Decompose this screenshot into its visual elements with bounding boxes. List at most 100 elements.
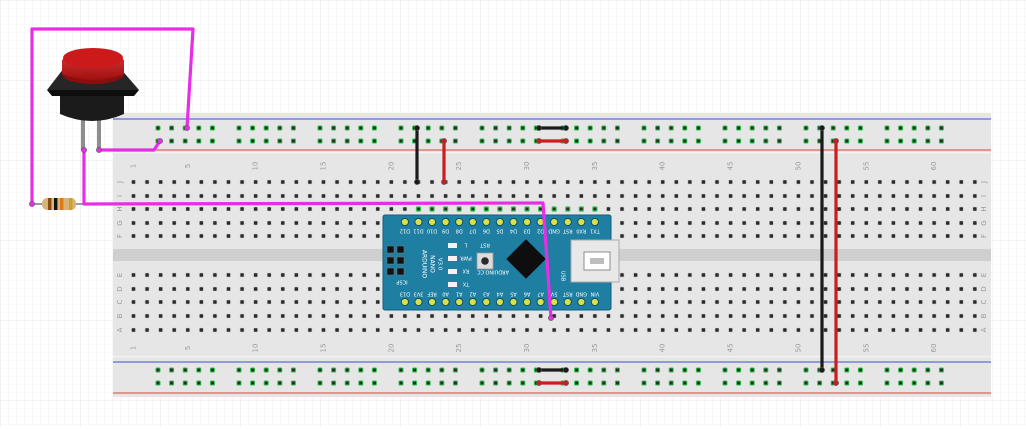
terminal-hole[interactable] bbox=[185, 299, 191, 305]
terminal-hole[interactable] bbox=[144, 272, 150, 278]
terminal-hole[interactable] bbox=[904, 179, 910, 185]
terminal-hole[interactable] bbox=[253, 179, 258, 185]
terminal-hole[interactable] bbox=[389, 327, 394, 333]
terminal-hole[interactable] bbox=[212, 179, 218, 185]
terminal-hole[interactable] bbox=[484, 327, 489, 333]
terminal-hole[interactable] bbox=[945, 206, 951, 212]
terminal-hole[interactable] bbox=[809, 286, 815, 292]
terminal-hole[interactable] bbox=[633, 299, 638, 305]
terminal-hole[interactable] bbox=[239, 286, 245, 292]
terminal-hole[interactable] bbox=[782, 206, 788, 212]
terminal-hole[interactable] bbox=[701, 220, 706, 226]
terminal-hole[interactable] bbox=[375, 193, 381, 199]
terminal-hole[interactable] bbox=[280, 299, 286, 305]
header-pin[interactable] bbox=[455, 297, 464, 307]
rail-hole[interactable] bbox=[506, 380, 512, 386]
terminal-hole[interactable] bbox=[904, 327, 910, 333]
terminal-hole[interactable] bbox=[673, 179, 679, 185]
button-cap-top[interactable] bbox=[63, 48, 123, 68]
terminal-hole[interactable] bbox=[836, 233, 842, 239]
signal-wire-d2-end[interactable] bbox=[81, 147, 87, 153]
rail-hole[interactable] bbox=[331, 138, 337, 144]
rail-hole[interactable] bbox=[371, 380, 377, 386]
terminal-hole[interactable] bbox=[741, 233, 747, 239]
header-pin[interactable] bbox=[495, 297, 504, 307]
rail-hole[interactable] bbox=[452, 380, 458, 386]
rail-hole[interactable] bbox=[493, 138, 499, 144]
terminal-hole[interactable] bbox=[456, 179, 462, 185]
power-rail-link-end[interactable] bbox=[833, 138, 839, 144]
terminal-hole[interactable] bbox=[809, 193, 815, 199]
terminal-hole[interactable] bbox=[809, 179, 815, 185]
terminal-hole[interactable] bbox=[646, 272, 652, 278]
terminal-hole[interactable] bbox=[972, 327, 978, 333]
rail-hole[interactable] bbox=[277, 138, 283, 144]
terminal-hole[interactable] bbox=[863, 272, 869, 278]
terminal-hole[interactable] bbox=[212, 193, 218, 199]
rail-hole[interactable] bbox=[898, 138, 904, 144]
terminal-hole[interactable] bbox=[877, 233, 883, 239]
terminal-hole[interactable] bbox=[687, 313, 693, 319]
terminal-hole[interactable] bbox=[538, 179, 543, 185]
terminal-hole[interactable] bbox=[931, 299, 937, 305]
terminal-hole[interactable] bbox=[918, 233, 923, 239]
terminal-hole[interactable] bbox=[483, 206, 489, 212]
terminal-hole[interactable] bbox=[633, 179, 638, 185]
header-pin[interactable] bbox=[414, 297, 423, 307]
rail-hole[interactable] bbox=[898, 380, 904, 386]
ground-rail-bridge-end[interactable] bbox=[536, 367, 542, 373]
terminal-hole[interactable] bbox=[741, 179, 747, 185]
terminal-hole[interactable] bbox=[891, 220, 896, 226]
terminal-hole[interactable] bbox=[131, 179, 136, 185]
terminal-hole[interactable] bbox=[348, 193, 353, 199]
terminal-hole[interactable] bbox=[375, 272, 381, 278]
rail-hole[interactable] bbox=[925, 367, 931, 373]
rail-hole[interactable] bbox=[574, 380, 580, 386]
terminal-hole[interactable] bbox=[673, 327, 679, 333]
terminal-hole[interactable] bbox=[823, 220, 828, 226]
terminal-hole[interactable] bbox=[619, 272, 625, 278]
terminal-hole[interactable] bbox=[958, 327, 964, 333]
terminal-hole[interactable] bbox=[334, 272, 340, 278]
terminal-hole[interactable] bbox=[361, 272, 367, 278]
terminal-hole[interactable] bbox=[171, 179, 177, 185]
terminal-hole[interactable] bbox=[226, 193, 231, 199]
terminal-hole[interactable] bbox=[945, 286, 951, 292]
terminal-hole[interactable] bbox=[891, 286, 896, 292]
terminal-hole[interactable] bbox=[660, 327, 666, 333]
terminal-hole[interactable] bbox=[212, 286, 218, 292]
terminal-hole[interactable] bbox=[646, 299, 652, 305]
terminal-hole[interactable] bbox=[497, 206, 503, 212]
ground-rail-bridge-end[interactable] bbox=[563, 125, 569, 131]
terminal-hole[interactable] bbox=[497, 193, 503, 199]
rail-hole[interactable] bbox=[263, 125, 269, 131]
terminal-hole[interactable] bbox=[918, 272, 923, 278]
terminal-hole[interactable] bbox=[321, 286, 326, 292]
rail-hole[interactable] bbox=[884, 380, 890, 386]
reset-button-cap[interactable] bbox=[481, 257, 489, 265]
terminal-hole[interactable] bbox=[361, 193, 367, 199]
terminal-hole[interactable] bbox=[266, 220, 272, 226]
rail-hole[interactable] bbox=[695, 125, 701, 131]
terminal-hole[interactable] bbox=[266, 313, 272, 319]
terminal-hole[interactable] bbox=[429, 206, 435, 212]
terminal-hole[interactable] bbox=[253, 286, 258, 292]
terminal-hole[interactable] bbox=[348, 286, 353, 292]
terminal-hole[interactable] bbox=[877, 299, 883, 305]
terminal-hole[interactable] bbox=[375, 327, 381, 333]
terminal-hole[interactable] bbox=[429, 327, 435, 333]
rail-hole[interactable] bbox=[776, 138, 782, 144]
rail-hole[interactable] bbox=[938, 380, 944, 386]
terminal-hole[interactable] bbox=[334, 206, 340, 212]
terminal-hole[interactable] bbox=[904, 313, 910, 319]
header-pin[interactable] bbox=[563, 217, 572, 227]
terminal-hole[interactable] bbox=[728, 179, 733, 185]
terminal-hole[interactable] bbox=[755, 233, 761, 239]
rail-hole[interactable] bbox=[250, 138, 256, 144]
terminal-hole[interactable] bbox=[728, 299, 733, 305]
terminal-hole[interactable] bbox=[728, 233, 733, 239]
terminal-hole[interactable] bbox=[701, 313, 706, 319]
signal-wire-d2[interactable] bbox=[82, 148, 553, 320]
terminal-hole[interactable] bbox=[266, 286, 272, 292]
terminal-hole[interactable] bbox=[131, 193, 136, 199]
